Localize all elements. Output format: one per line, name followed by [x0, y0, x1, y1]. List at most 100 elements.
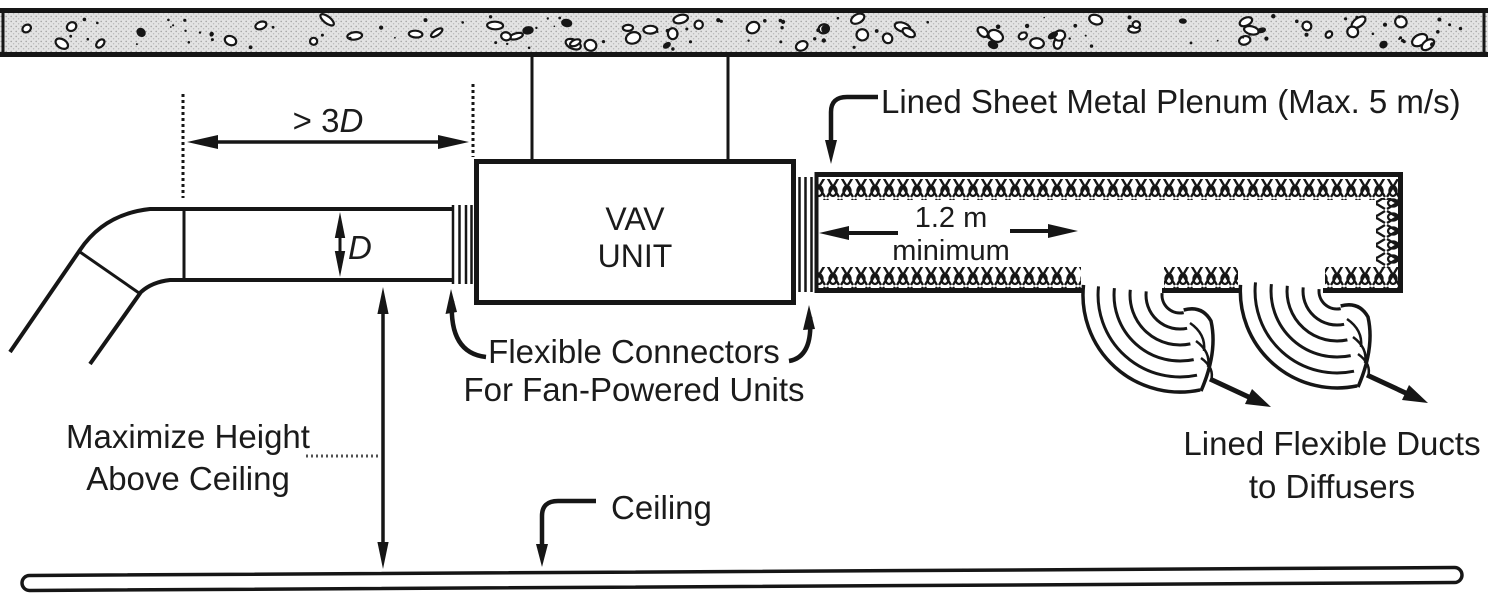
dim-d-arrow — [334, 212, 346, 277]
plenum-dimension-arrows-part — [819, 226, 849, 240]
slab-aggregate-part — [394, 36, 396, 39]
ceiling-line-part — [20, 565, 1464, 593]
slab-aggregate-part — [1257, 27, 1267, 34]
slab-aggregate-part — [881, 32, 894, 45]
slab-aggregate-part — [1402, 40, 1406, 44]
slab-aggregate-part — [82, 17, 87, 22]
slab-aggregate-part — [169, 26, 172, 28]
slab-aggregate-part — [1301, 20, 1313, 32]
slab-aggregate-part — [500, 31, 512, 42]
slab-aggregate-part — [1436, 30, 1440, 34]
slab-aggregate-part — [223, 34, 238, 47]
slab-aggregate-part — [816, 28, 821, 33]
slab-aggregate-part — [461, 21, 465, 24]
dim-3d-label: > 3D — [238, 102, 418, 139]
slab-aggregate-part — [1398, 38, 1401, 40]
slab-aggregate-part — [1324, 30, 1334, 39]
slab-aggregate-part — [676, 32, 679, 36]
slab-aggregate-part — [54, 37, 70, 50]
plenum-label-leader-part — [825, 140, 837, 164]
slab-aggregate-part — [665, 28, 670, 33]
slab-aggregate-part — [254, 20, 268, 31]
flexible-duct-1-part — [1096, 286, 1198, 379]
slab-aggregate-part — [494, 41, 498, 45]
slab-aggregate-part — [1131, 20, 1142, 30]
flex-connector-leader-right — [788, 305, 815, 364]
dim-3d-arrow-part — [187, 135, 218, 149]
slab-aggregate-part — [506, 42, 509, 46]
slab-aggregate-part — [308, 36, 319, 46]
slab-aggregate-part — [522, 26, 534, 35]
elbow-inner-wall — [88, 278, 186, 366]
slab-aggregate-part — [271, 25, 275, 29]
slab-aggregate-part — [1189, 41, 1193, 45]
flexible-ducts-line2: to Diffusers — [1248, 468, 1416, 505]
diffuser-arrow-2-part — [1402, 385, 1428, 403]
slab-aggregate-part — [423, 18, 428, 23]
slab-aggregate-part — [1216, 39, 1219, 42]
slab-aggregate-part — [672, 13, 690, 25]
diffuser-arrow-2 — [1365, 372, 1428, 403]
slab-aggregate-part — [561, 18, 573, 28]
slab-aggregate-part — [794, 39, 809, 52]
dim-d-arrow-part — [334, 212, 346, 238]
slab-aggregate-part — [813, 37, 817, 41]
flexible-duct-2-part — [1253, 282, 1355, 375]
flex-connector-leader-left-part — [445, 289, 457, 314]
slab-aggregate-part — [210, 38, 214, 42]
height-dimension-arrow-part — [377, 287, 389, 314]
slab-aggregate-part — [688, 40, 693, 44]
slab-aggregate-part — [1382, 22, 1388, 27]
slab-aggregate-part — [1029, 37, 1045, 50]
vav-unit-label-line1: VAV — [605, 201, 665, 237]
ceiling-label: Ceiling — [611, 489, 712, 526]
slab-aggregate-part — [1458, 26, 1463, 31]
slab-aggregate-part — [65, 21, 78, 33]
maximize-height-line2: Above Ceiling — [86, 460, 290, 497]
slab-aggregate-part — [716, 18, 721, 23]
slab-aggregate-part — [779, 40, 783, 44]
slab-aggregate-part — [693, 19, 704, 30]
slab-aggregate-part — [642, 24, 659, 35]
slab-aggregate-part — [781, 19, 786, 24]
slab-aggregate-part — [1304, 32, 1309, 37]
slab-aggregate-part — [1394, 15, 1408, 29]
slab-aggregate-part — [1128, 24, 1132, 28]
ceiling-label-leader — [536, 498, 596, 567]
slab-aggregate-part — [1073, 23, 1078, 28]
vav-unit-label-line2: UNIT — [597, 238, 673, 274]
flex-connector-leader-right-part — [803, 305, 815, 330]
flexible-duct-outer-wall — [1238, 284, 1358, 390]
dim-d-arrow-part — [334, 251, 346, 277]
flexible-duct-cuff — [1340, 303, 1372, 388]
slab-aggregate-part — [1178, 18, 1187, 24]
plenum-lining-bottom-a — [818, 267, 1081, 288]
slab-aggregate-part — [855, 28, 870, 42]
flex-connector-leader-left — [445, 289, 487, 360]
slab-aggregate-part — [558, 16, 562, 20]
dim-d-label: D — [348, 229, 372, 266]
slab-aggregate-part — [719, 19, 723, 23]
slab-aggregate-part — [747, 39, 750, 42]
slab-aggregate-part — [1371, 32, 1375, 36]
slab-aggregate-part — [69, 34, 73, 38]
plenum-label-leader-part — [828, 94, 878, 141]
slab-aggregate-part — [1355, 15, 1359, 19]
slab-aggregate-part — [486, 20, 505, 31]
slab-aggregate-part — [745, 20, 761, 35]
elbow-outer-wall — [8, 207, 186, 354]
slab-aggregate-part — [1017, 31, 1028, 41]
slab-aggregate-part — [656, 31, 659, 33]
diffuser-arrow-1 — [1208, 376, 1271, 407]
slab-aggregate-part — [1430, 42, 1435, 47]
slab-aggregate-part — [1088, 13, 1104, 26]
diffuser-arrow-1-part — [1245, 389, 1271, 407]
slab-aggregate-part — [852, 45, 856, 49]
slab-aggregate-part — [1344, 17, 1348, 21]
diffuser-arrow-1-part — [1208, 376, 1255, 402]
flexible-ducts-label: Lined Flexible Ducts to Diffusers — [1132, 422, 1488, 508]
slab-aggregate-part — [1346, 25, 1360, 39]
ceiling-label-leader-part — [539, 498, 596, 546]
slab-texture-band — [0, 13, 1488, 52]
